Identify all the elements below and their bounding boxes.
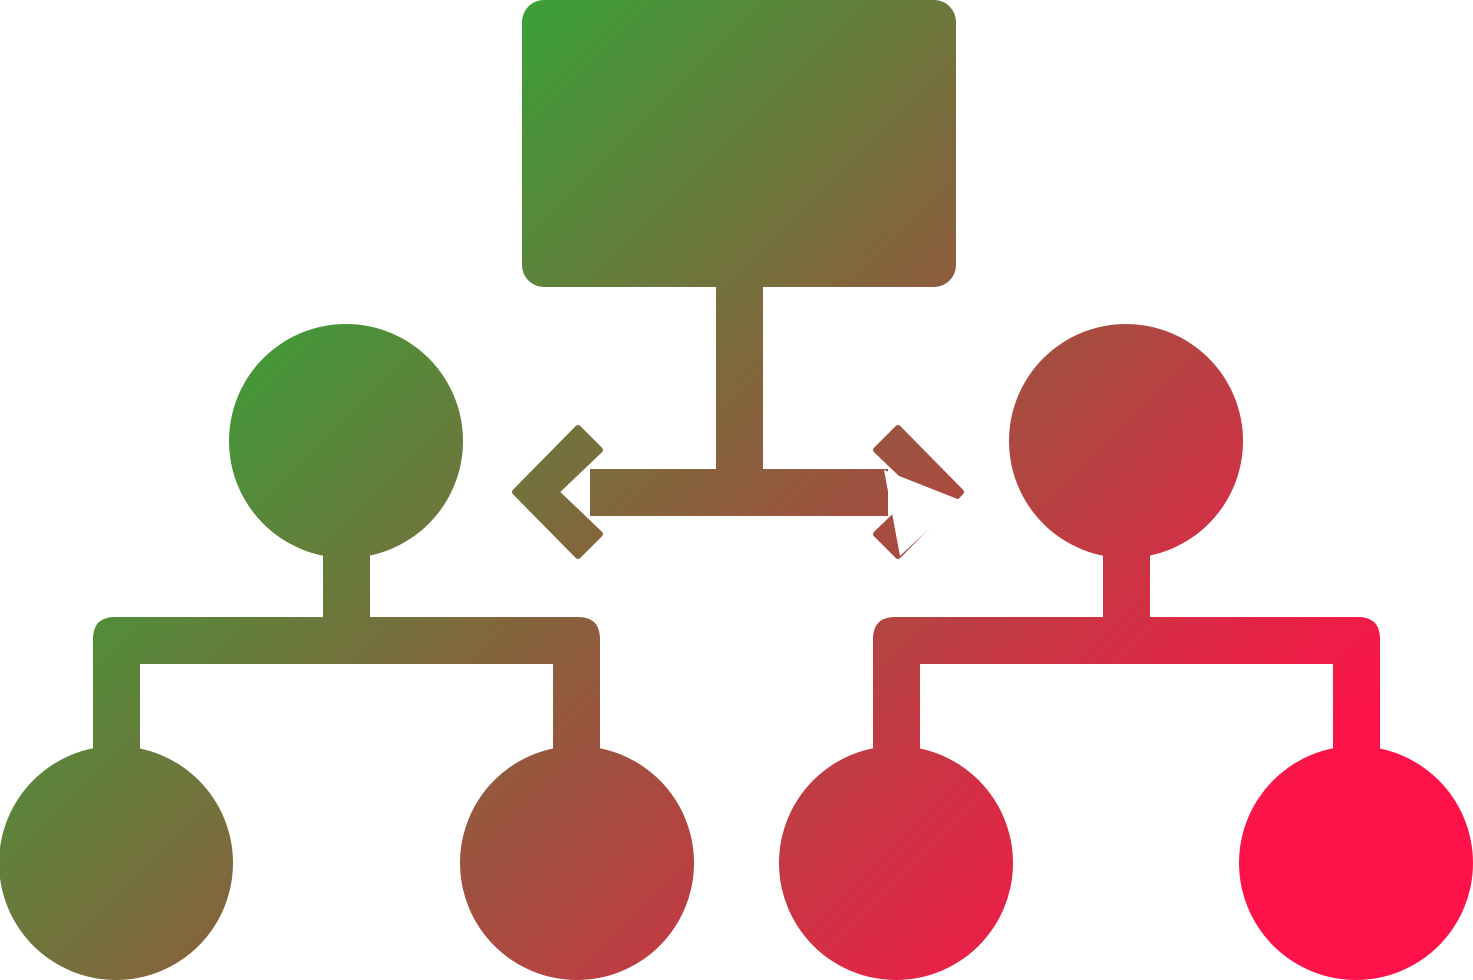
left-branch-connector <box>93 617 600 752</box>
arrow-head-highlight <box>884 470 960 556</box>
right-leaf-node-2-circle <box>1239 746 1473 980</box>
right-branch-connector <box>873 617 1380 752</box>
right-leaf-node-1-circle <box>779 746 1013 980</box>
root-stem-connector <box>716 285 763 473</box>
right-subtree <box>779 324 1473 980</box>
arrow-head-left-icon <box>512 425 603 559</box>
root-node-rectangle <box>522 0 956 287</box>
left-leaf-node-2-circle <box>460 746 694 980</box>
double-arrow-connector <box>512 425 964 559</box>
left-branch-node-circle <box>229 324 463 558</box>
left-leaf-node-1-circle <box>0 746 233 980</box>
right-branch-node-circle <box>1009 324 1243 558</box>
left-subtree <box>0 324 694 980</box>
